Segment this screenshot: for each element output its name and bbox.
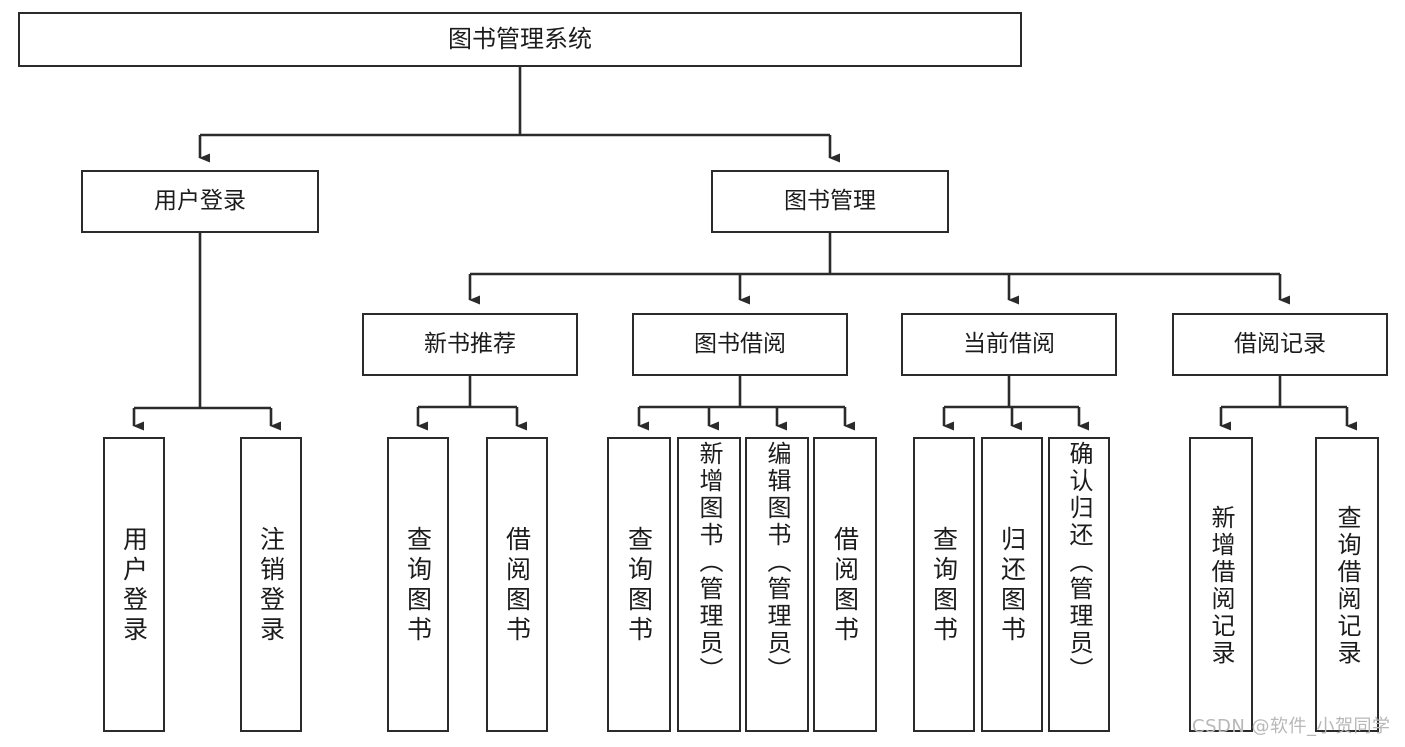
node-borrow-record[interactable]: 借阅记录 xyxy=(1172,313,1388,376)
node-leaf-confirm-return[interactable]: 确认归还（管理员） xyxy=(1048,437,1110,732)
node-leaf-query-book-1[interactable]: 查询图书 xyxy=(387,437,449,732)
node-root-label: 图书管理系统 xyxy=(448,25,592,54)
node-leaf-return-book[interactable]: 归还图书 xyxy=(981,437,1043,732)
node-current-borrow[interactable]: 当前借阅 xyxy=(901,313,1117,376)
node-borrow-record-label: 借阅记录 xyxy=(1234,330,1326,357)
node-leaf-query-book-3-label: 查询图书 xyxy=(929,525,959,646)
node-leaf-add-book-label: 新增图书（管理员） xyxy=(695,441,723,684)
node-book-borrow[interactable]: 图书借阅 xyxy=(632,313,848,376)
node-leaf-logout[interactable]: 注销登录 xyxy=(240,437,302,732)
node-book-borrow-label: 图书借阅 xyxy=(694,330,786,357)
node-leaf-edit-book-label: 编辑图书（管理员） xyxy=(763,441,791,684)
node-leaf-add-record-label: 新增借阅记录 xyxy=(1207,504,1235,667)
node-leaf-add-book[interactable]: 新增图书（管理员） xyxy=(677,437,741,732)
node-leaf-query-book-1-label: 查询图书 xyxy=(403,525,433,646)
node-root[interactable]: 图书管理系统 xyxy=(18,12,1022,67)
node-leaf-logout-label: 注销登录 xyxy=(256,525,286,646)
node-leaf-query-record-label: 查询借阅记录 xyxy=(1333,504,1361,667)
node-leaf-borrow-book-1[interactable]: 借阅图书 xyxy=(486,437,548,732)
node-new-book-recommend-label: 新书推荐 xyxy=(424,330,516,357)
node-new-book-recommend[interactable]: 新书推荐 xyxy=(362,313,578,376)
node-user-login-label: 用户登录 xyxy=(154,187,246,214)
node-leaf-edit-book[interactable]: 编辑图书（管理员） xyxy=(745,437,809,732)
node-book-manage-label: 图书管理 xyxy=(784,187,876,214)
node-leaf-user-login[interactable]: 用户登录 xyxy=(103,437,165,732)
node-leaf-borrow-book-1-label: 借阅图书 xyxy=(502,525,532,646)
node-leaf-return-book-label: 归还图书 xyxy=(997,525,1027,646)
node-current-borrow-label: 当前借阅 xyxy=(963,330,1055,357)
node-book-manage[interactable]: 图书管理 xyxy=(711,170,949,233)
node-leaf-query-record[interactable]: 查询借阅记录 xyxy=(1315,437,1379,732)
node-leaf-query-book-2[interactable]: 查询图书 xyxy=(607,437,671,732)
node-leaf-confirm-return-label: 确认归还（管理员） xyxy=(1065,441,1093,684)
node-leaf-borrow-book-2-label: 借阅图书 xyxy=(830,525,860,646)
node-leaf-borrow-book-2[interactable]: 借阅图书 xyxy=(813,437,877,732)
node-leaf-user-login-label: 用户登录 xyxy=(119,525,149,646)
node-user-login[interactable]: 用户登录 xyxy=(81,170,319,233)
csdn-watermark: CSDN @软件_小贺同学 xyxy=(1192,716,1391,737)
node-leaf-add-record[interactable]: 新增借阅记录 xyxy=(1189,437,1253,732)
node-leaf-query-book-3[interactable]: 查询图书 xyxy=(913,437,975,732)
node-leaf-query-book-2-label: 查询图书 xyxy=(624,525,654,646)
